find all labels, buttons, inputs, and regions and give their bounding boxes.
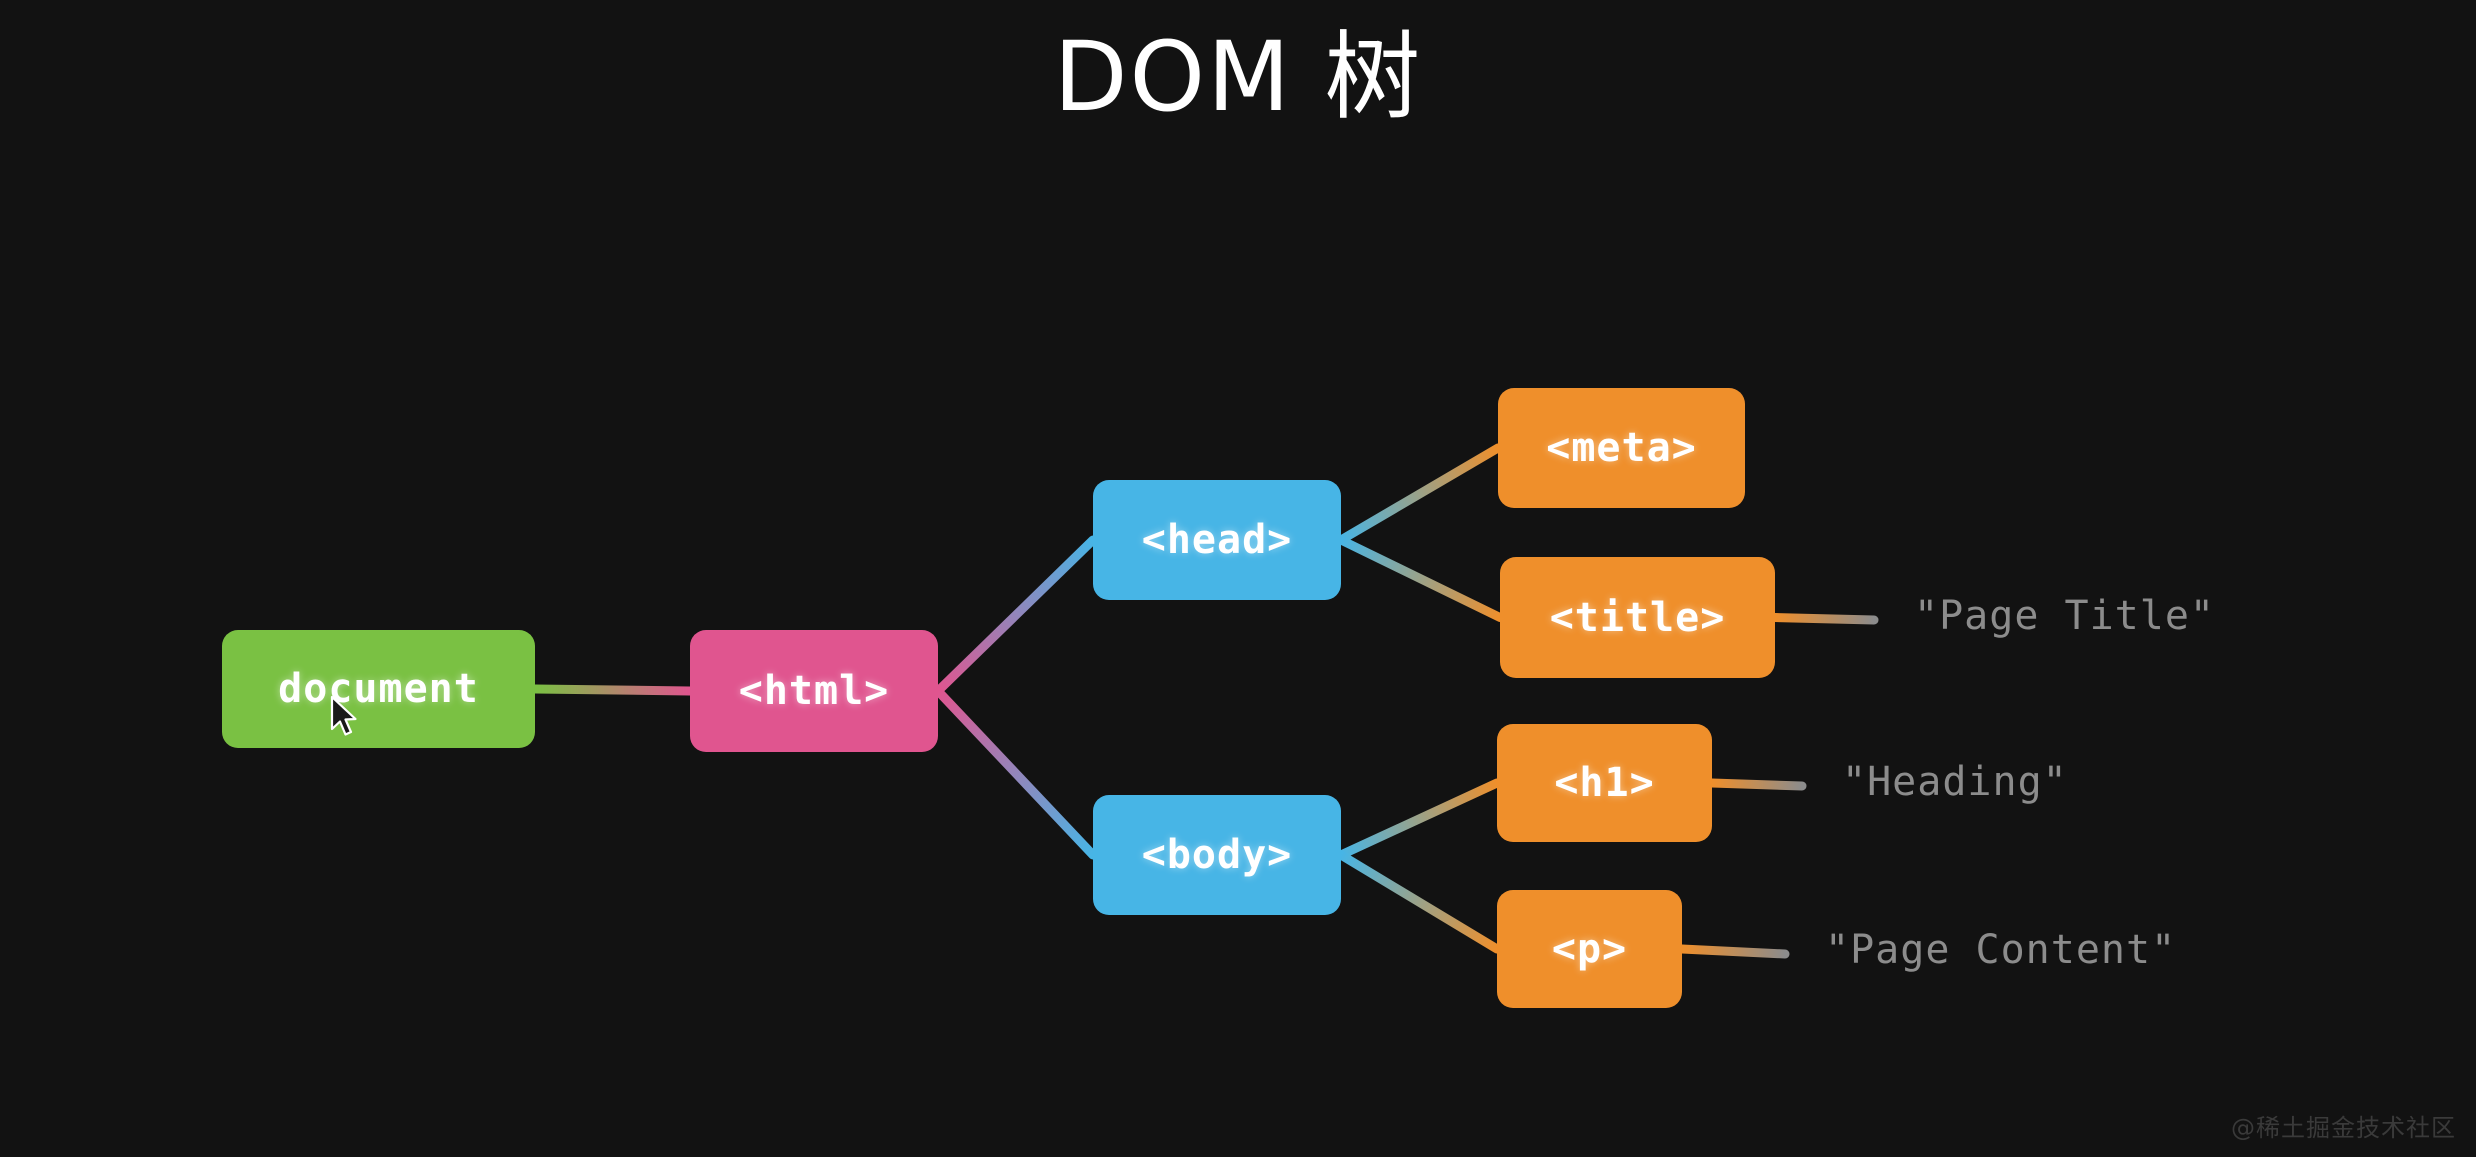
tree-node-body[interactable]: <body> <box>1093 795 1341 915</box>
edge-body-to-p <box>1336 850 1502 954</box>
page-title: DOM 树 <box>1053 21 1423 133</box>
text-node-h1-text: "Heading" <box>1842 759 2068 805</box>
tree-node-html[interactable]: <html> <box>690 630 938 752</box>
tree-node-title[interactable]: <title> <box>1500 557 1775 678</box>
edge-html-to-body <box>933 686 1098 860</box>
edge-body-to-h1 <box>1336 778 1502 860</box>
tree-node-h1[interactable]: <h1> <box>1497 724 1712 842</box>
edge-html-to-head <box>933 535 1098 696</box>
tree-node-p[interactable]: <p> <box>1497 890 1682 1008</box>
edge-head-to-meta <box>1336 443 1503 545</box>
edge-document-to-html <box>530 684 695 696</box>
text-node-title-text: "Page Title" <box>1914 593 2215 639</box>
edge-h1-to-h1-text <box>1707 778 1807 791</box>
text-node-p-text: "Page Content" <box>1825 927 2177 973</box>
tree-node-meta[interactable]: <meta> <box>1498 388 1745 508</box>
edge-head-to-title <box>1336 535 1505 622</box>
tree-node-head[interactable]: <head> <box>1093 480 1341 600</box>
watermark: @稀土掘金技术社区 <box>2231 1114 2456 1142</box>
edge-title-to-title-text <box>1770 613 1879 625</box>
edge-p-to-p-text <box>1677 944 1790 959</box>
tree-node-document[interactable]: document <box>222 630 535 748</box>
